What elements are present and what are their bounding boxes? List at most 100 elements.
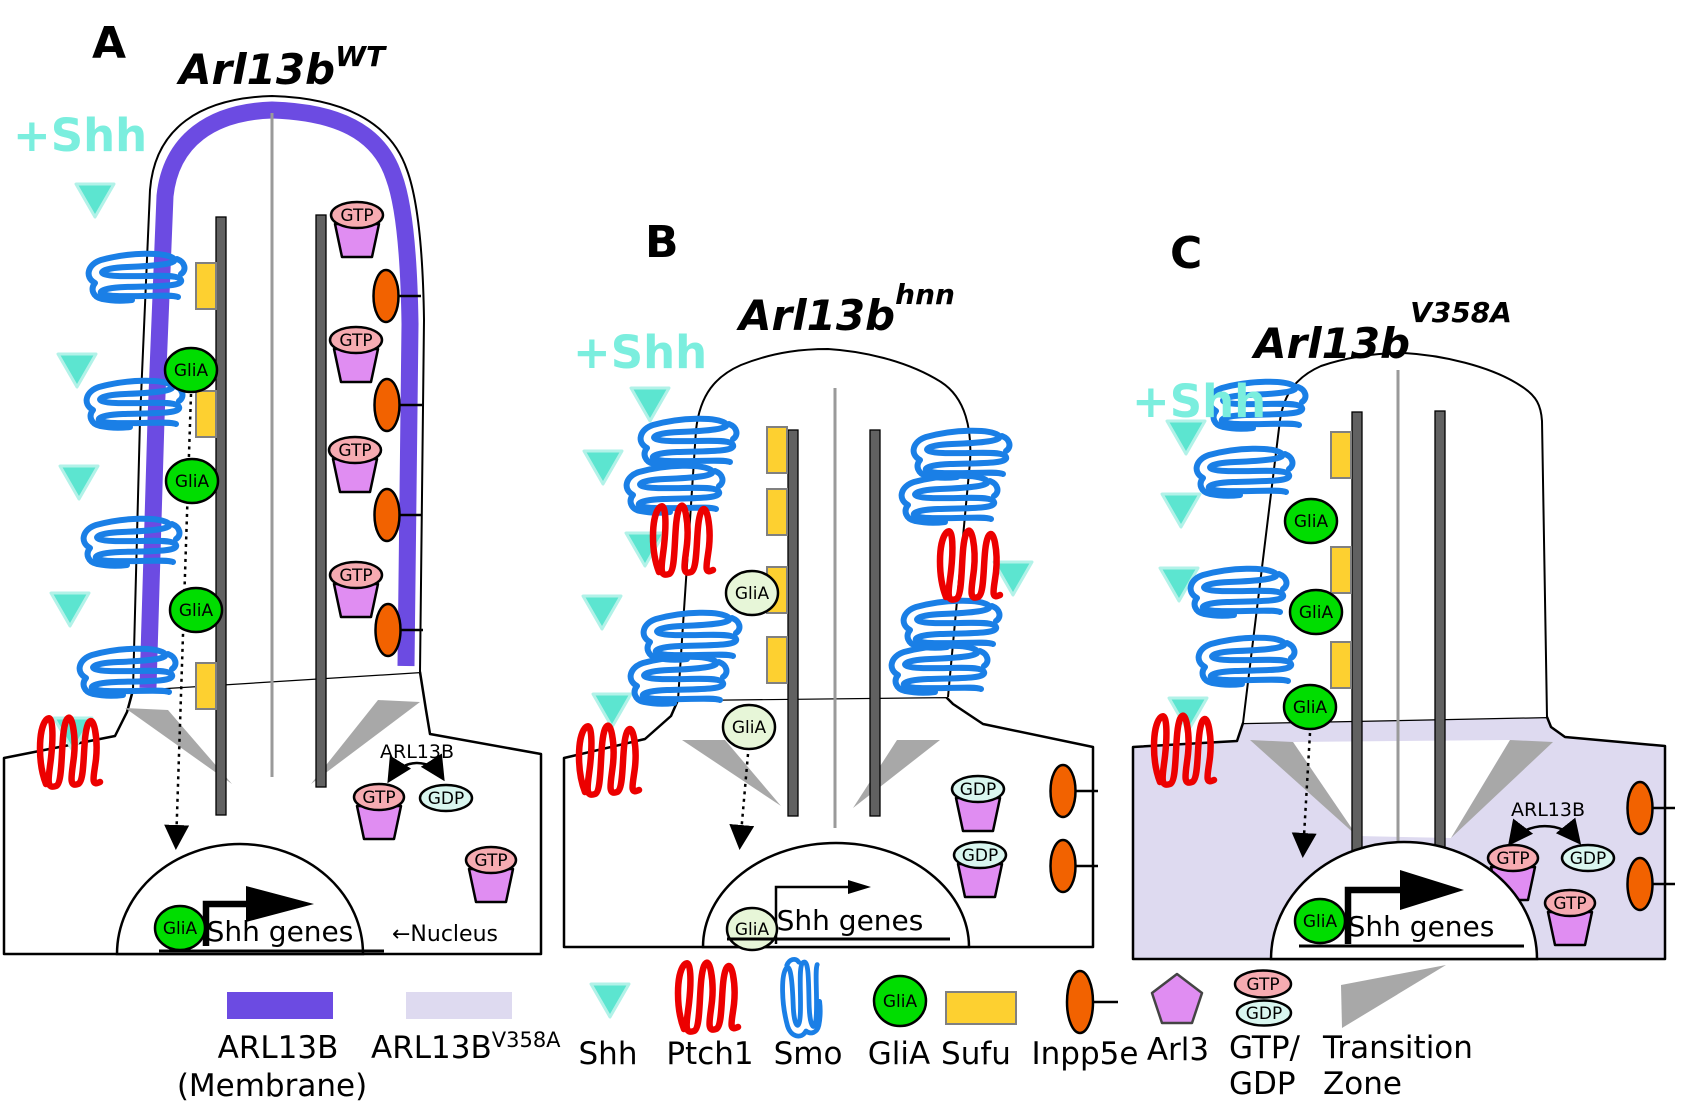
arl3-gtp-complex: GTP [352, 782, 406, 841]
shh-ligand-icon [1160, 492, 1202, 529]
svg-text:GliA: GliA [732, 718, 767, 738]
inpp5e-icon [1065, 969, 1095, 1035]
cell-body [2, 670, 543, 956]
svg-text:GTP: GTP [338, 441, 371, 461]
promoter-arrow [202, 900, 246, 946]
cycle-arrow [1507, 817, 1582, 846]
microtubule [787, 429, 799, 817]
microtubule [1434, 410, 1446, 873]
nucleus-label: ←Nucleus [392, 922, 498, 947]
panel-title: Arl13bWT [176, 40, 387, 94]
sufu-icon [195, 662, 217, 710]
svg-text:GDP: GDP [428, 789, 465, 809]
smo-icon [1199, 638, 1295, 685]
panel-a: GliA GliA GliA GTP GTP GTP GTP ARL13B GT… [2, 18, 543, 956]
svg-text:GTP: GTP [1553, 894, 1586, 914]
glia-badge: GliA [1283, 497, 1339, 545]
shh-ligand-icon [582, 449, 624, 486]
svg-text:GTP: GTP [339, 566, 372, 586]
smo-icon [641, 419, 737, 466]
svg-text:GTP: GTP [1246, 975, 1279, 995]
shh-treatment-label: +Shh [1132, 375, 1266, 428]
shh-ligand-icon [992, 560, 1034, 597]
glia-badge: GliA [872, 974, 928, 1028]
svg-text:GliA: GliA [174, 361, 209, 381]
svg-text:(Membrane): (Membrane) [177, 1068, 367, 1101]
svg-text:GDP: GDP [960, 780, 997, 800]
arl13b-membrane-swatch [227, 992, 333, 1019]
promoter-arrow [1344, 886, 1400, 944]
svg-text:GliA: GliA [1293, 698, 1328, 718]
arl3-gtp-complex: GTP [329, 200, 385, 259]
glia-badge: GliA [163, 346, 219, 394]
svg-text:Sufu: Sufu [941, 1036, 1011, 1072]
svg-text:GTP: GTP [340, 206, 373, 226]
legend-item-arl13b-membrane: ARL13B (Membrane) [177, 992, 367, 1101]
panel-letter: A [92, 18, 126, 69]
smo-icon [80, 649, 176, 696]
svg-text:GliA: GliA [883, 992, 918, 1012]
arl13b-v358a-swatch [406, 992, 512, 1019]
arl3-gdp-complex: GDP [950, 774, 1006, 833]
arl3-gtp-complex: GTP [327, 435, 383, 494]
promoter-arrowhead [1400, 870, 1464, 910]
legend-item-ptch1: Ptch1 [666, 963, 754, 1072]
microtubule [869, 429, 881, 817]
legend-item-glia: GliA GliA [868, 974, 930, 1072]
sufu-icon [195, 262, 217, 310]
shh-ligand-icon [58, 464, 100, 501]
smo-icon [84, 519, 180, 566]
arl3-gtp-complex: GTP [1543, 888, 1597, 947]
svg-text:GDP: GDP [1246, 1004, 1283, 1024]
transition-zone-wedge [1250, 740, 1357, 836]
smo-icon [1191, 569, 1287, 616]
smo-icon [783, 959, 821, 1036]
shh-genes-label: Shh genes [1348, 910, 1495, 943]
transition-zone-wedge [682, 740, 781, 806]
arl13b-membrane-band [139, 101, 419, 689]
svg-text:GTP: GTP [339, 331, 372, 351]
svg-text:GTP: GTP [1496, 849, 1529, 869]
sufu-icon [766, 426, 788, 474]
gtp-badge: GTP [1233, 969, 1293, 999]
sufu-icon [1330, 546, 1352, 594]
arl3-gtp-complex: GTP [328, 325, 384, 384]
arl3-gtp-complex: GTP [328, 560, 384, 619]
panel-title: Arl13bhnn [736, 278, 955, 340]
shh-genes-label: Shh genes [777, 904, 924, 937]
ptch1-icon [940, 531, 1000, 600]
shh-ligand-icon [56, 352, 98, 389]
svg-text:GTP/: GTP/ [1229, 1030, 1301, 1066]
sufu-icon [766, 636, 788, 684]
svg-text:Inpp5e: Inpp5e [1032, 1036, 1139, 1072]
panel-title: Arl13bV358A [1251, 296, 1512, 368]
transition-zone-wedge [125, 708, 232, 784]
smo-icon [87, 381, 183, 428]
panel-letter: C [1170, 228, 1202, 279]
glia-badge: GliA [164, 457, 220, 505]
shh-genes-label: Shh genes [207, 915, 354, 948]
svg-text:GDP: GDP [962, 846, 999, 866]
svg-text:Shh: Shh [579, 1036, 638, 1072]
sufu-icon [945, 991, 1017, 1025]
shh-ligand-icon [581, 594, 623, 631]
svg-text:Smo: Smo [774, 1036, 843, 1072]
panel-b: GliA GliA GDP GDP GliA Shh genes B Arl13… [562, 217, 1100, 952]
shh-ligand-icon [629, 386, 671, 423]
axoneme-channel [1293, 740, 1510, 838]
legend-item-gtp-gdp: GTP GDP GTP/ GDP [1229, 969, 1301, 1101]
svg-text:GliA: GliA [179, 601, 214, 621]
glia-badge: GliA [725, 906, 779, 952]
arl3-gdp-complex: GDP [952, 840, 1008, 899]
sufu-icon [1330, 431, 1352, 479]
arl13b-cycle: ARL13B GTP GDP [352, 741, 474, 841]
svg-text:GDP: GDP [1229, 1066, 1296, 1101]
smo-icon [89, 254, 185, 301]
glia-badge: GliA [153, 904, 207, 952]
gdp-badge: GDP [1560, 843, 1616, 873]
glia-badge: GliA [168, 586, 224, 634]
glia-translocation-arrow [729, 753, 755, 850]
svg-text:GliA: GliA [1299, 603, 1334, 623]
